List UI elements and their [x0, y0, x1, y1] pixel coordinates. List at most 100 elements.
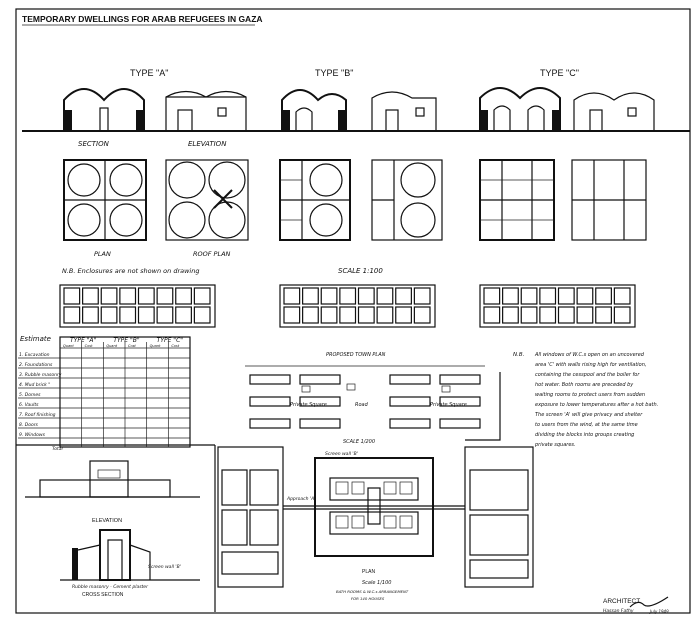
- dwelling-unit: [557, 287, 575, 305]
- enclosures-note: N.B. Enclosures are not shown on drawing: [62, 267, 199, 275]
- architect-name: Hassan Fathy: [603, 608, 634, 614]
- house-row: [439, 418, 481, 429]
- type-c-section: [479, 87, 561, 131]
- dwelling-unit: [82, 306, 99, 324]
- dwelling-unit: [576, 306, 594, 324]
- dwelling-unit: [613, 306, 631, 324]
- dwelling-unit: [119, 306, 137, 324]
- dwelling-unit: [613, 287, 631, 305]
- house-row: [249, 396, 291, 407]
- type-c-plan: [479, 159, 555, 241]
- lower-elevation-label: ELEVATION: [92, 518, 122, 524]
- dwelling-unit: [520, 287, 538, 305]
- town-plan-label-road: Road: [355, 402, 369, 408]
- type-b-section: [281, 89, 347, 131]
- dwelling-unit: [413, 306, 431, 324]
- block-grid: [279, 284, 436, 328]
- estimate-row-label: 2. Foundations: [19, 362, 53, 368]
- type-b-elevation: [371, 91, 437, 132]
- type-a-plan: [63, 159, 147, 241]
- nb-note-line: waiting rooms to protect users from sudd…: [535, 392, 645, 398]
- dwelling-unit: [302, 306, 319, 324]
- nb-note-line: private squares.: [534, 442, 576, 448]
- bath-plan-label: PLAN: [362, 569, 375, 575]
- block-layouts: [59, 284, 636, 328]
- estimate-row-label: 4. Mud brick ": [19, 382, 50, 388]
- dwelling-unit: [63, 287, 81, 305]
- dwelling-unit: [395, 306, 412, 324]
- nb-note-line: to users from the wind, at the same time: [535, 422, 638, 428]
- type-a-elevation: [165, 90, 247, 132]
- architect-label: ARCHITECT: [603, 598, 640, 605]
- type-a-plan-label: PLAN: [94, 250, 111, 258]
- dwelling-unit: [502, 306, 519, 324]
- dwelling-unit: [376, 306, 394, 324]
- dwelling-unit: [376, 287, 394, 305]
- flanking-block-right: [464, 446, 534, 588]
- estimate-row-label: 9. Windows: [19, 432, 46, 438]
- dwelling-unit: [175, 287, 192, 305]
- estimate-type-header: TYPE "A": [70, 337, 97, 344]
- estimate-sub-header: Quant: [106, 344, 117, 348]
- cross-section-screen-label: Screen wall 'B': [148, 564, 181, 570]
- dwelling-unit: [193, 287, 211, 305]
- type-b-plan: [279, 159, 351, 241]
- house-row: [439, 396, 481, 407]
- dwelling-unit: [595, 306, 612, 324]
- house-row: [389, 396, 431, 407]
- bath-rooms-plan: [283, 457, 465, 557]
- bath-caption-1: BATH ROOMS & W.C.s ARRANGEMENT: [336, 589, 409, 594]
- type-a-label: TYPE "A": [130, 68, 168, 78]
- dwelling-unit: [193, 306, 211, 324]
- dwelling-unit: [320, 287, 338, 305]
- sheet-border: [15, 8, 691, 614]
- nb-note-line: area 'C' with walls rising high for vent…: [535, 362, 647, 368]
- type-a-elevation-label: ELEVATION: [188, 140, 227, 148]
- dwelling-unit: [137, 306, 155, 324]
- nb-prefix: N.B.: [513, 352, 525, 358]
- house-row: [299, 418, 341, 429]
- nb-note-line: containing the cesspool and the boiler f…: [535, 372, 640, 378]
- dwelling-unit: [302, 287, 319, 305]
- materials-label: Rubble masonry - Cement plaster: [72, 584, 149, 590]
- dwelling-unit: [175, 306, 192, 324]
- dwelling-unit: [283, 287, 301, 305]
- dwelling-unit: [502, 287, 519, 305]
- architect-date: July 1949: [649, 609, 669, 614]
- estimate-row-label: 3. Rubble masonry: [19, 372, 62, 378]
- dwelling-unit: [339, 287, 357, 305]
- dwelling-unit: [100, 306, 118, 324]
- approach-label: Approach 'A': [286, 496, 315, 502]
- type-c-label: TYPE "C": [540, 68, 579, 78]
- house-row: [299, 374, 341, 385]
- estimate-title: Estimate: [20, 335, 51, 343]
- dwelling-unit: [156, 306, 174, 324]
- dwelling-unit: [137, 287, 155, 305]
- block-grid: [479, 284, 636, 328]
- house-row: [249, 374, 291, 385]
- town-plan-label-square-2: Private Square: [430, 402, 467, 408]
- nb-note: All windows of W.C.s open on an uncovere…: [534, 352, 658, 448]
- nb-note-line: The screen 'A' will give privacy and she…: [535, 412, 643, 418]
- block-grid: [59, 284, 216, 328]
- estimate-row-label: 6. Vaults: [19, 402, 39, 408]
- dwelling-unit: [413, 287, 431, 305]
- bath-house-elevation: [25, 460, 200, 498]
- main-scale: SCALE 1:100: [338, 267, 383, 275]
- house-row: [249, 418, 291, 429]
- estimate-sub-header: Quant: [150, 344, 161, 348]
- dwelling-unit: [357, 287, 375, 305]
- sheet-title: TEMPORARY DWELLINGS FOR ARAB REFUGEES IN…: [22, 14, 263, 24]
- type-b-roof-plan: [371, 159, 443, 241]
- town-plan-label-square-1: Private Square: [290, 402, 327, 408]
- flanking-block-left: [217, 446, 284, 588]
- dwelling-unit: [320, 306, 338, 324]
- estimate-sub-header: Cost: [171, 344, 179, 348]
- estimate-row-label: 7. Roof finishing: [19, 412, 56, 418]
- type-a-roof-plan: [165, 159, 249, 241]
- type-b-label: TYPE "B": [315, 68, 353, 78]
- type-a-section: [63, 88, 145, 132]
- nb-note-line: exposure to lower temperatures after a h…: [535, 402, 658, 408]
- divider: [465, 372, 501, 441]
